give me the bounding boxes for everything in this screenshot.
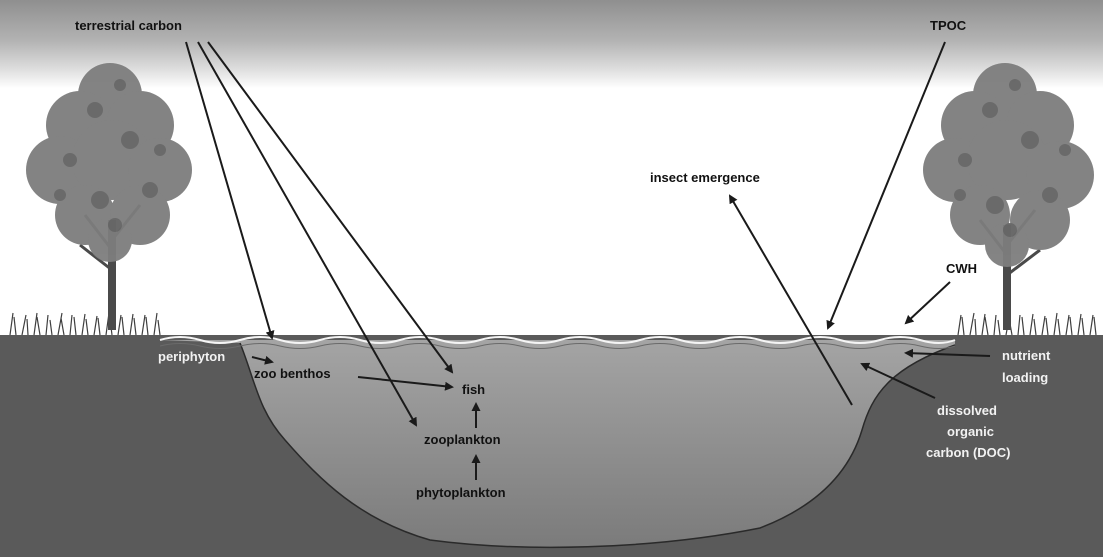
label-tpoc: TPOC bbox=[930, 18, 967, 33]
label-loading: loading bbox=[1002, 370, 1048, 385]
label-periphyton: periphyton bbox=[158, 349, 225, 364]
label-zoobenthos: zoo benthos bbox=[254, 366, 331, 381]
label-doc-dissolved: dissolved bbox=[937, 403, 997, 418]
label-nutrient: nutrient bbox=[1002, 348, 1051, 363]
label-fish: fish bbox=[462, 382, 485, 397]
label-phytoplankton: phytoplankton bbox=[416, 485, 506, 500]
label-zooplankton: zooplankton bbox=[424, 432, 501, 447]
label-terrestrial-carbon: terrestrial carbon bbox=[75, 18, 182, 33]
label-doc-organic: organic bbox=[947, 424, 994, 439]
label-insect-emergence: insect emergence bbox=[650, 170, 760, 185]
label-doc-carbon: carbon (DOC) bbox=[926, 445, 1011, 460]
label-cwh: CWH bbox=[946, 261, 977, 276]
